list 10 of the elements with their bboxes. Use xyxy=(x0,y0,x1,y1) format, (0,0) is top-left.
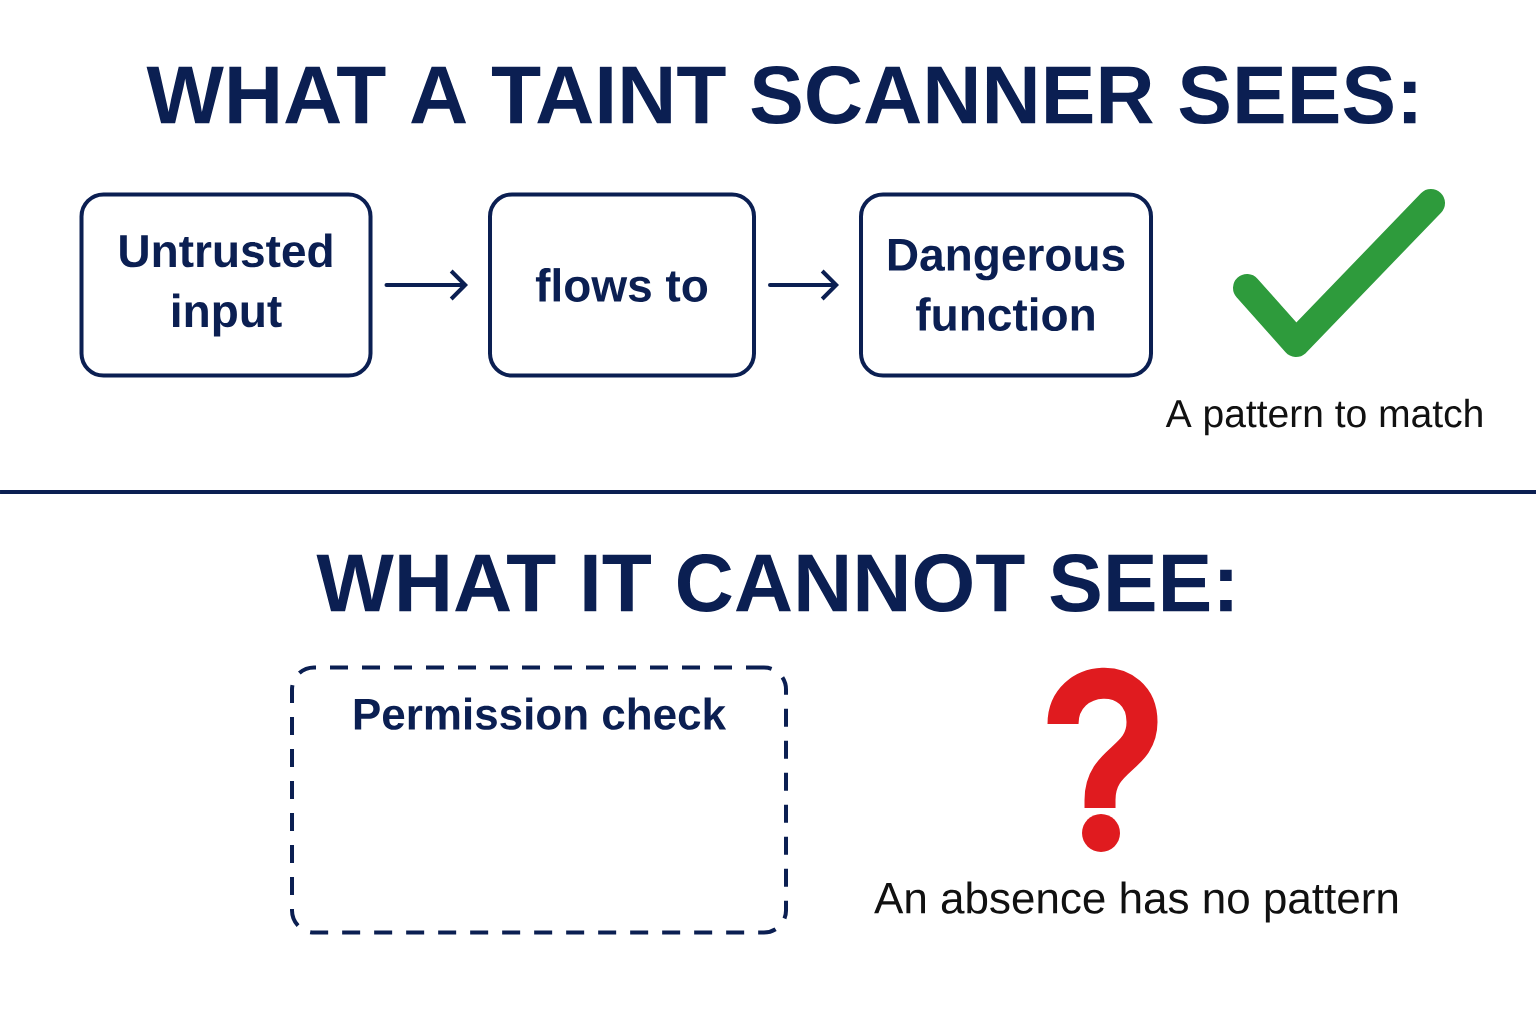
process-box: flows to xyxy=(488,192,756,378)
heading: WHAT IT CANNOT SEE: xyxy=(316,554,1232,612)
caption-text: A pattern to match xyxy=(1165,398,1482,436)
arrow xyxy=(768,269,839,301)
caption-text: An absence has no pattern xyxy=(874,881,1398,923)
heading: WHAT A TAINT SCANNER SEES: xyxy=(146,66,1416,124)
arrow xyxy=(384,269,468,301)
dashed-box: Permission check xyxy=(290,665,788,935)
process-box: Dangerous function xyxy=(859,192,1153,378)
process-box: Untrusted input xyxy=(79,192,373,378)
